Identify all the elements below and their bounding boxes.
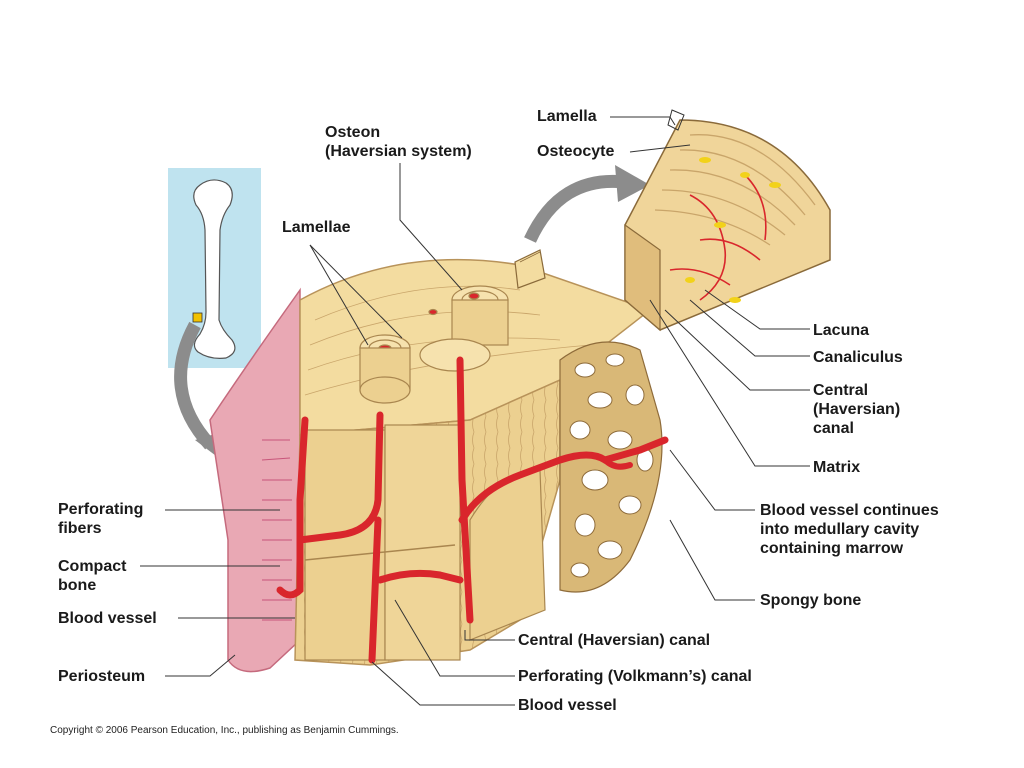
label-perforating-volkmann-canal: Perforating (Volkmann’s) canal xyxy=(518,668,752,685)
label-osteon-line2: (Haversian system) xyxy=(325,143,472,160)
label-vessel-continues-line3: containing marrow xyxy=(760,540,904,557)
periosteum xyxy=(209,287,301,673)
osteon-to-detail-arrow xyxy=(524,174,626,243)
osteon-wedge xyxy=(514,249,546,289)
label-central-haversian-canal: Central (Haversian) canal xyxy=(518,632,711,649)
label-osteon-line1: Osteon xyxy=(325,124,381,141)
label-vessel-continues: Blood vessel continues into medullary ca… xyxy=(760,501,939,558)
label-perforating-fibers-line1: Perforating xyxy=(58,501,144,518)
label-osteocyte: Osteocyte xyxy=(537,143,615,160)
osteon-detail-wedge xyxy=(624,119,831,332)
osteon-cylinders xyxy=(359,285,509,404)
perforating-fibers xyxy=(261,439,292,621)
label-vessel-continues-line2: into medullary cavity xyxy=(760,521,920,538)
blood-vessels xyxy=(276,356,669,664)
label-canaliculus: Canaliculus xyxy=(813,349,903,366)
label-perforating-fibers: Perforating fibers xyxy=(58,500,143,538)
copyright-notice: Copyright © 2006 Pearson Education, Inc.… xyxy=(50,725,399,736)
label-blood-vessel-bottom: Blood vessel xyxy=(518,697,617,714)
label-periosteum: Periosteum xyxy=(58,668,146,685)
label-central-canal-line3: canal xyxy=(813,420,854,437)
label-perforating-fibers-line2: fibers xyxy=(58,520,102,537)
label-vessel-continues-line1: Blood vessel continues xyxy=(760,502,939,519)
leader-lines xyxy=(140,109,810,706)
inset-to-block-arrow xyxy=(174,321,215,450)
label-lacuna: Lacuna xyxy=(813,322,870,339)
label-compact-bone-line1: Compact xyxy=(58,558,127,575)
label-compact-bone-line2: bone xyxy=(58,577,97,594)
label-spongy-bone: Spongy bone xyxy=(760,592,862,609)
label-central-canal-line1: Central xyxy=(813,382,869,399)
label-compact-bone: Compact bone xyxy=(58,557,126,595)
label-central-canal-line2: (Haversian) xyxy=(813,401,901,418)
label-lamella: Lamella xyxy=(537,108,597,125)
label-osteon: Osteon (Haversian system) xyxy=(325,123,472,161)
label-blood-vessel-left: Blood vessel xyxy=(58,610,157,627)
label-matrix: Matrix xyxy=(813,459,861,476)
label-central-canal: Central (Haversian) canal xyxy=(813,381,900,438)
label-lamellae: Lamellae xyxy=(282,219,351,236)
